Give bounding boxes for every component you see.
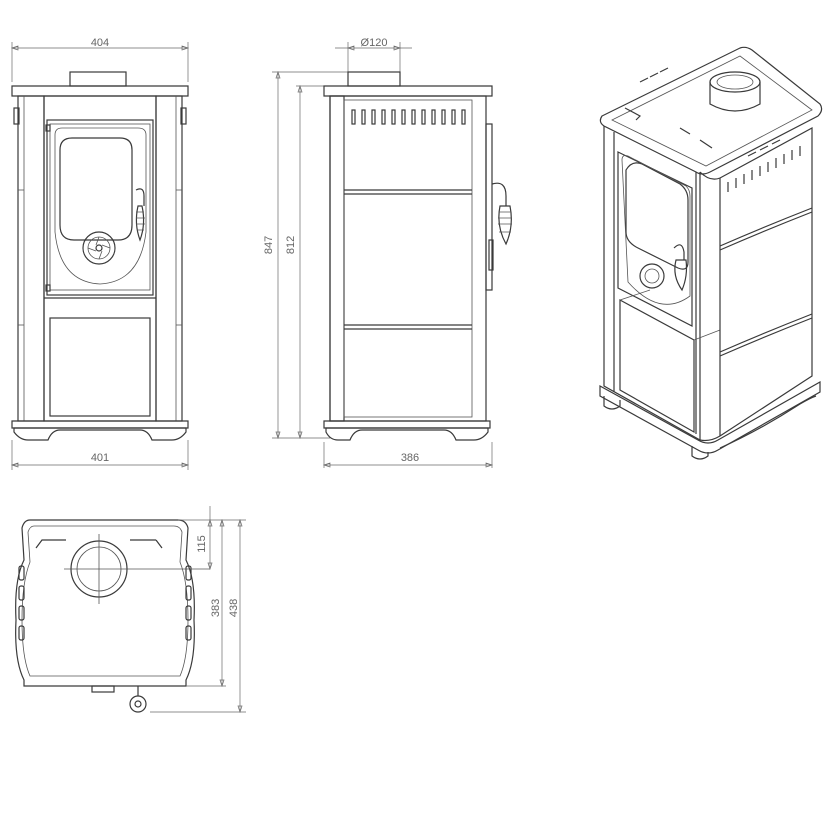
side-view: Ø120 847 812 bbox=[263, 37, 512, 468]
dim-flue-height: 812 bbox=[285, 236, 297, 254]
dim-total-height: 847 bbox=[263, 236, 275, 254]
isometric-view bbox=[599, 46, 823, 460]
dim-front-top-width: 404 bbox=[91, 37, 109, 49]
dim-plan-depth-total: 438 bbox=[228, 599, 240, 617]
plan-view: 115 383 438 bbox=[15, 506, 246, 714]
front-view: 404 bbox=[10, 37, 190, 470]
dim-plan-depth-body: 383 bbox=[210, 599, 222, 617]
dim-flue-diameter: Ø120 bbox=[361, 37, 388, 49]
dim-side-depth: 386 bbox=[401, 452, 419, 464]
dim-plan-flue-offset: 115 bbox=[196, 535, 208, 553]
dim-front-base-width: 401 bbox=[91, 452, 109, 464]
